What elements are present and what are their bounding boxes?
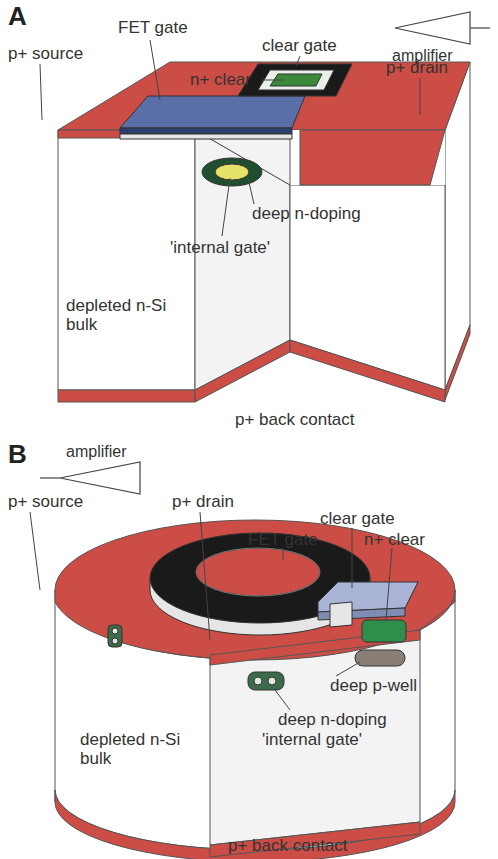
part-label: deep p-well: [330, 676, 417, 695]
part-label: 'internal gate': [262, 730, 362, 749]
panel-b-amplifier: [40, 462, 140, 494]
part-label: depleted n-Si bulk: [66, 296, 186, 334]
part-label: 'internal gate': [170, 238, 270, 257]
part-label: clear gate: [262, 36, 337, 55]
panel-letter: A: [8, 2, 27, 30]
part-label: FET gate: [118, 18, 188, 37]
panel-letter: B: [8, 440, 27, 468]
part-label: deep n-doping: [278, 710, 387, 729]
panel-a-gates: [120, 64, 352, 186]
part-label: p+ back contact: [235, 410, 355, 429]
part-label: p+ drain: [172, 492, 234, 511]
panel-b-cylinder: [55, 520, 455, 859]
part-label: p+ drain: [386, 58, 448, 77]
part-label: clear gate: [320, 509, 395, 528]
panel-a-amplifier: [395, 12, 490, 44]
panel-a-block: [58, 62, 470, 402]
panel-a-leader-lines: [40, 40, 420, 236]
panel-b-gates: [108, 533, 418, 690]
part-label: n+ clear: [364, 530, 425, 549]
part-label: p+ source: [8, 492, 83, 511]
part-label: p+ source: [8, 44, 83, 63]
part-label: FET gate: [248, 530, 318, 549]
part-label: n+ clear: [190, 70, 251, 89]
part-label: p+ back contact: [228, 836, 348, 855]
part-label: deep n-doping: [252, 204, 361, 223]
part-label: amplifier: [66, 442, 126, 461]
part-label: depleted n-Si bulk: [80, 730, 200, 768]
